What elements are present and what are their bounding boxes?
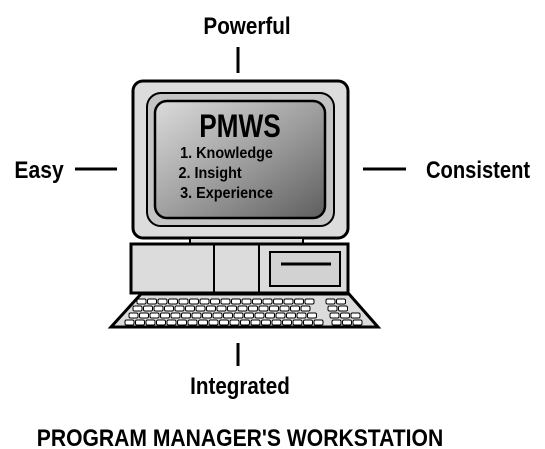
- label-powerful: Powerful: [203, 13, 290, 40]
- label-easy: Easy: [14, 157, 64, 184]
- keyboard-key: [292, 319, 303, 326]
- keyboard-key: [279, 305, 290, 312]
- monitor-screen: [153, 99, 327, 220]
- keyboard-key: [237, 305, 248, 312]
- keyboard-key: [164, 305, 174, 312]
- computer-illustration: PMWS 1. Knowledge 2. Insight 3. Experien…: [107, 79, 382, 329]
- keyboard-key: [219, 319, 229, 326]
- keyboard-key: [208, 319, 219, 326]
- keyboard-key: [300, 305, 311, 312]
- keyboard-key: [139, 312, 149, 319]
- keyboard-key: [336, 298, 346, 305]
- keyboard-key: [307, 312, 317, 319]
- keyboard-key: [181, 312, 191, 319]
- keyboard-key: [244, 312, 254, 319]
- keyboard-key: [143, 305, 153, 312]
- keyboard-key: [329, 312, 340, 319]
- keyboard-key: [304, 298, 315, 305]
- caption: PROGRAM MANAGER'S WORKSTATION: [37, 425, 443, 449]
- keyboard-key: [168, 298, 178, 305]
- keyboard-key: [198, 319, 208, 326]
- keyboard-key: [189, 298, 199, 305]
- drive-bay: [269, 251, 341, 287]
- keyboard-key: [156, 319, 166, 326]
- label-integrated: Integrated: [190, 373, 290, 400]
- keyboard-key: [327, 305, 338, 312]
- keyboard-key: [296, 312, 307, 319]
- keyboard-key: [240, 319, 250, 326]
- keyboard-key: [283, 298, 294, 305]
- keyboard-key: [241, 298, 252, 305]
- keyboard-key: [187, 319, 198, 326]
- keyboard-key: [206, 305, 216, 312]
- keyboard-key: [269, 305, 279, 312]
- keyboard-key: [258, 305, 269, 312]
- keyboard-key: [229, 319, 240, 326]
- keyboard-key: [124, 319, 135, 326]
- label-consistent: Consistent: [426, 156, 531, 183]
- keyboard-key: [231, 298, 241, 305]
- keyboard-keys: [124, 298, 363, 326]
- keyboard-key: [157, 298, 168, 305]
- keyboard-key: [352, 319, 363, 326]
- keyboard-key: [233, 312, 244, 319]
- keyboard-key: [252, 298, 262, 305]
- keyboard-key: [145, 319, 156, 326]
- keyboard-key: [338, 305, 348, 312]
- keyboard-key: [248, 305, 258, 312]
- keyboard-key: [271, 319, 282, 326]
- keyboard-key: [286, 312, 296, 319]
- keyboard-key: [313, 319, 324, 326]
- keyboard-key: [303, 319, 313, 326]
- keyboard-key: [262, 298, 273, 305]
- keyboard-key: [149, 312, 160, 319]
- screen-item-experience: 3. Experience: [180, 184, 273, 202]
- keyboard-key: [166, 319, 177, 326]
- keyboard-key: [147, 298, 157, 305]
- keyboard-key: [223, 312, 233, 319]
- keyboard-key: [153, 305, 164, 312]
- screen-item-insight: 2. Insight: [179, 164, 242, 182]
- keyboard-key: [261, 319, 271, 326]
- keyboard-key: [170, 312, 181, 319]
- keyboard-key: [342, 319, 352, 326]
- keyboard-key: [178, 298, 189, 305]
- keyboard-key: [202, 312, 212, 319]
- keyboard-key: [220, 298, 231, 305]
- keyboard-key: [250, 319, 261, 326]
- keyboard-key: [132, 305, 143, 312]
- keyboard-key: [216, 305, 227, 312]
- keyboard-key: [191, 312, 202, 319]
- keyboard-key: [325, 298, 336, 305]
- keyboard-key: [174, 305, 185, 312]
- keyboard-key: [331, 319, 342, 326]
- keyboard-key: [265, 312, 275, 319]
- keyboard-key: [135, 319, 145, 326]
- keyboard-key: [128, 312, 139, 319]
- keyboard-key: [212, 312, 223, 319]
- keyboard-key: [294, 298, 304, 305]
- keyboard-key: [210, 298, 220, 305]
- keyboard-key: [290, 305, 300, 312]
- keyboard-key: [340, 312, 350, 319]
- keyboard-key: [350, 312, 361, 319]
- keyboard-key: [177, 319, 187, 326]
- screen-item-knowledge: 1. Knowledge: [180, 144, 273, 162]
- screen-title: PMWS: [199, 110, 281, 145]
- keyboard-key: [227, 305, 237, 312]
- keyboard-key: [195, 305, 206, 312]
- keyboard-key: [273, 298, 283, 305]
- keyboard-key: [282, 319, 292, 326]
- keyboard-key: [275, 312, 286, 319]
- keyboard-key: [254, 312, 265, 319]
- keyboard-key: [185, 305, 195, 312]
- keyboard-key: [136, 298, 147, 305]
- keyboard-key: [160, 312, 170, 319]
- keyboard-key: [199, 298, 210, 305]
